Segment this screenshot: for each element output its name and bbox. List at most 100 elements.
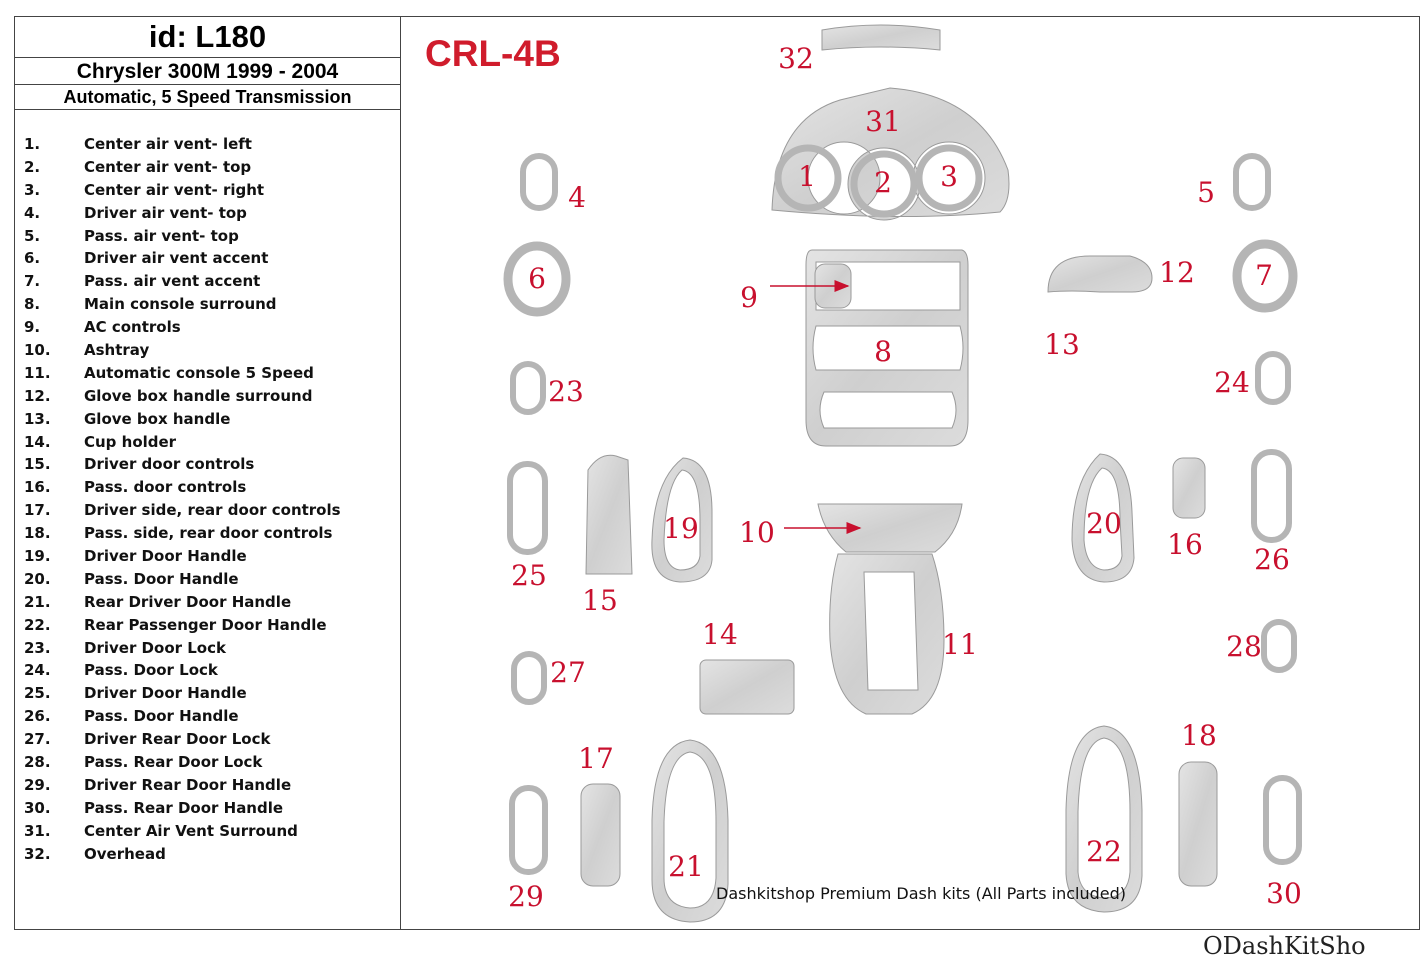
part-list-item: 4.Driver air vent- top [24,202,394,225]
part-list-item: 6.Driver air vent accent [24,247,394,270]
part-label: Driver Rear Door Handle [84,775,292,794]
part-ashtray [817,503,963,553]
part-number: 7. [24,272,41,291]
part-main-console-surround [805,249,969,447]
part-number: 3. [24,180,41,199]
part-label: Main console surround [84,295,277,314]
part-driver-rear-door-controls [580,783,621,887]
part-pass-rear-door-controls [1178,761,1218,887]
part-number: 13. [24,409,51,428]
part-number-label: 22 [1086,835,1122,868]
part-label: Center air vent- top [84,157,252,176]
parts-panel: id: L180 Chrysler 300M 1999 - 2004 Autom… [15,17,401,929]
part-list-item: 3. Center air vent- right [24,179,394,202]
part-list-item: 11.Automatic console 5 Speed [24,362,394,385]
kit-id: id: L180 [15,17,400,58]
part-label: Rear Passenger Door Handle [84,615,327,634]
part-driver-rear-door-lock [511,651,547,705]
part-center-vent-surround [771,87,1010,221]
part-number-label: 6 [528,262,546,295]
part-driver-rear-door-handle [509,785,548,875]
part-list-item: 23.Driver Door Lock [24,637,394,660]
part-label: Pass. Rear Door Handle [84,798,284,817]
part-number-label: 10 [739,516,775,549]
part-label: AC controls [84,318,181,337]
part-number: 2. [24,157,41,176]
part-number-label: 16 [1167,528,1203,561]
part-rear-driver-door-handle [651,739,729,923]
part-number-label: 4 [568,181,586,214]
part-number-label: 23 [548,375,584,408]
part-list-item: 20.Pass. Door Handle [24,568,394,591]
part-number-label: 5 [1197,176,1215,209]
part-list-item: 22. Rear Passenger Door Handle [24,614,394,637]
part-number-label: 29 [508,880,544,913]
part-list-item: 27.Driver Rear Door Lock [24,728,394,751]
part-number: 19. [24,547,51,566]
part-number: 4. [24,203,41,222]
part-label: Ashtray [84,341,150,360]
part-label: Automatic console 5 Speed [84,363,314,382]
part-label: Pass. air vent- top [84,226,239,245]
part-list-item: 1.Center air vent- left [24,133,394,156]
part-number-label: 27 [550,656,586,689]
part-number-label: 18 [1181,719,1217,752]
part-list-item: 14.Cup holder [24,431,394,454]
part-number-label: 20 [1086,507,1122,540]
part-driver-door-lock [510,361,546,415]
part-label: Center air vent- right [84,180,265,199]
part-number: 17. [24,501,51,520]
part-number: 21. [24,592,51,611]
part-pass-vent-accent [1232,239,1298,313]
part-label: Pass. Rear Door Lock [84,753,263,772]
part-label: Driver air vent accent [84,249,269,268]
part-label: Pass. Door Lock [84,661,218,680]
part-pass-door-lock [1255,351,1291,405]
part-overhead [821,24,941,51]
part-pass-air-vent-top [1233,153,1271,211]
part-number: 28. [24,753,51,772]
part-number: 8. [24,295,41,314]
part-label: Driver Door Handle [84,547,247,566]
part-number-label: 26 [1254,543,1290,576]
part-number-label: 3 [940,160,958,193]
part-label: Center Air Vent Surround [84,821,298,840]
part-number-label: 28 [1226,630,1262,663]
part-number-label: 24 [1214,366,1250,399]
part-list-item: 10. Ashtray [24,339,394,362]
part-number: 20. [24,569,51,588]
part-number-label: 14 [702,618,738,651]
part-number: 32. [24,844,51,863]
part-driver-door-controls [585,454,633,575]
part-number: 10. [24,341,51,360]
part-label: Glove box handle surround [84,386,313,405]
part-driver-air-vent-top [520,153,558,211]
part-list-item: 8. Main console surround [24,293,394,316]
part-list-item: 26.Pass. Door Handle [24,705,394,728]
part-number: 18. [24,524,51,543]
part-label: Driver door controls [84,455,255,474]
part-center-vent-right [915,144,983,212]
part-list-item: 25.Driver Door Handle [24,682,394,705]
part-number: 24. [24,661,51,680]
part-driver-vent-accent [503,241,571,317]
part-number: 25. [24,684,51,703]
part-number-label: 19 [663,512,699,545]
part-number-label: 31 [865,105,901,138]
part-number: 16. [24,478,51,497]
part-label: Rear Driver Door Handle [84,592,292,611]
part-center-vent-left [774,144,842,212]
part-list-item: 17.Driver side, rear door controls [24,499,394,522]
part-number-label: 30 [1266,877,1302,910]
part-list-item: 2. Center air vent- top [24,156,394,179]
part-number: 9. [24,318,41,337]
part-label: Driver Door Lock [84,638,226,657]
part-number: 29. [24,775,51,794]
part-label: Center air vent- left [84,135,252,153]
part-number: 22. [24,615,51,634]
part-list-item: 28. Pass. Rear Door Lock [24,751,394,774]
part-label: Pass. side, rear door controls [84,524,333,543]
